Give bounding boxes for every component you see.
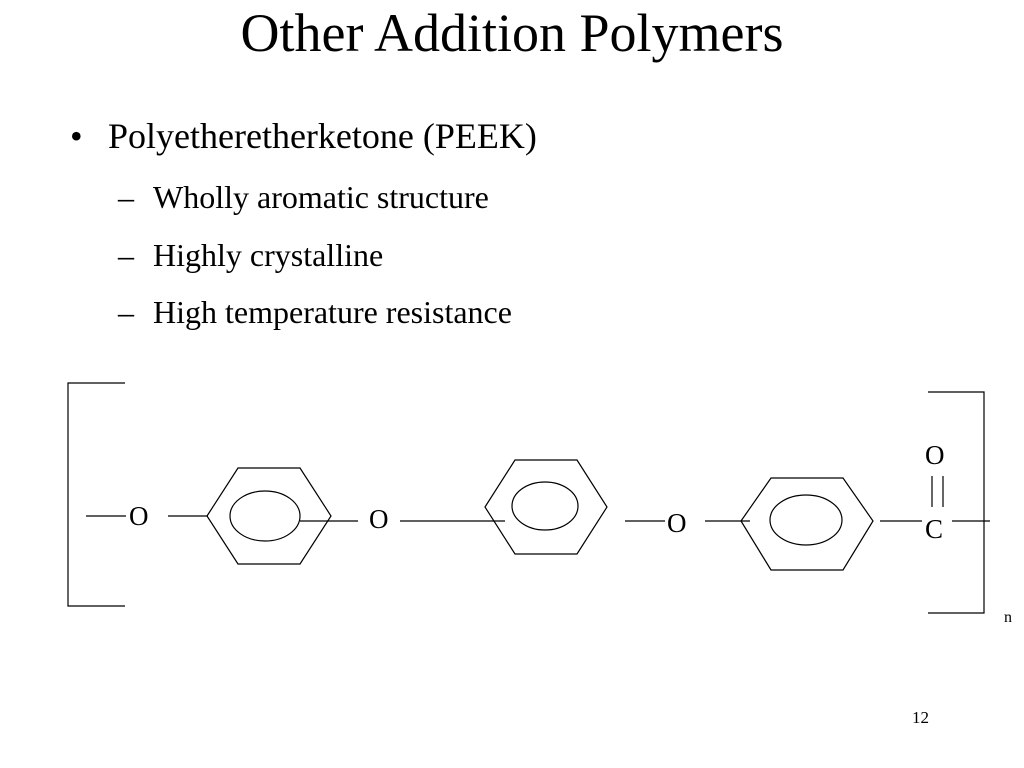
benzene-ring xyxy=(740,477,874,571)
sub-bullet-text: High temperature resistance xyxy=(153,294,512,330)
sub-bullet-marker: – xyxy=(118,179,134,215)
benzene-ring xyxy=(206,467,332,565)
sub-bullet-text: Highly crystalline xyxy=(153,237,384,273)
sub-bullet-marker: – xyxy=(118,294,134,330)
sub-bullet-marker: – xyxy=(118,237,134,273)
slide-title: Other Addition Polymers xyxy=(240,3,784,63)
sub-bullet-item: –High temperature resistance xyxy=(118,292,512,332)
right-bracket xyxy=(928,391,985,614)
aromatic-circle xyxy=(229,490,301,542)
aromatic-circle xyxy=(769,494,843,546)
bullet-item: • Polyetheretherketone (PEEK) xyxy=(70,112,537,160)
sub-bullet-text: Wholly aromatic structure xyxy=(153,179,489,215)
benzene-ring xyxy=(484,459,608,555)
page-number: 12 xyxy=(912,708,929,727)
bullet-marker: • xyxy=(70,116,83,156)
ether-oxygen-label: O xyxy=(369,504,389,534)
bullet-text: Polyetheretherketone (PEEK) xyxy=(108,116,537,156)
carbonyl-oxygen-label: O xyxy=(925,440,945,470)
repeat-subscript: n xyxy=(1004,609,1012,626)
ether-oxygen-label: O xyxy=(129,501,149,531)
left-bracket xyxy=(67,382,125,607)
ether-oxygen-label: O xyxy=(667,508,687,538)
sub-bullet-item: –Wholly aromatic structure xyxy=(118,177,489,217)
carbonyl-carbon-label: C xyxy=(925,514,943,544)
sub-bullet-item: –Highly crystalline xyxy=(118,235,383,275)
aromatic-circle xyxy=(511,481,579,531)
